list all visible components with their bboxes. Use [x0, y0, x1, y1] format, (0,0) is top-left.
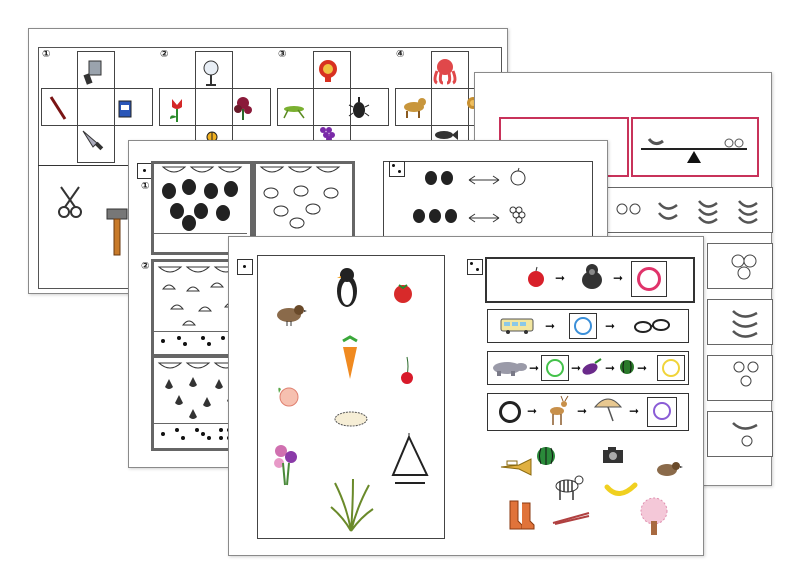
bowl-icon: [259, 166, 341, 173]
cleaver-icon: [83, 60, 102, 85]
cherry-tree-icon: [640, 497, 668, 535]
cross-grid-1: [41, 51, 153, 163]
dice-badge-3: [237, 259, 253, 275]
arrow-icon: ➞: [613, 271, 624, 285]
lion-face-icon: [319, 60, 337, 82]
color-ring-red: [637, 267, 661, 291]
cell-number-4: ④: [396, 49, 405, 60]
count-row-watermelon: [154, 233, 247, 250]
dot-row-chestnut: [153, 423, 247, 444]
zebra-icon: [555, 475, 584, 500]
dice-badge-4: [467, 259, 483, 275]
apple-icon: [528, 266, 544, 287]
comparison-box: [383, 161, 593, 249]
watermelon-icon: [537, 447, 555, 465]
apple-icon: [510, 167, 526, 186]
octopus-icon: [433, 59, 457, 85]
dot-row-mushroom: [153, 331, 247, 350]
eggplant-icon: [582, 358, 602, 375]
worksheet-page-4[interactable]: ➞ ➞ ➞ ➞ ➞ ➞ ➞ ➞ ➞ ➞ ➞: [228, 236, 704, 556]
arrow-icon: ➞: [555, 271, 566, 285]
watermelon-icon: [162, 179, 238, 231]
banana-icon: [658, 200, 758, 224]
color-ring-green: [546, 359, 564, 377]
strawberry-banana-icon: [732, 422, 758, 447]
color-ring-blue: [574, 317, 592, 335]
flower-icon: [234, 97, 252, 120]
grasshopper-icon: [283, 106, 305, 119]
arrow-icon: ➞: [577, 404, 588, 418]
cell-number-2: ②: [160, 49, 169, 60]
color-ring-black: [499, 401, 521, 423]
tambourine-icon: [334, 411, 368, 427]
arrow-icon: ➞: [605, 361, 616, 375]
arrow-icon: ➞: [527, 404, 538, 418]
hippo-icon: [493, 362, 527, 376]
tulip-icon: [170, 99, 182, 122]
fish-icon: [435, 130, 458, 140]
umbrella-icon: [593, 398, 623, 422]
watermelon-icon: [620, 360, 634, 374]
sparrow-icon: [277, 305, 307, 326]
arrow-icon: ➞: [529, 361, 540, 375]
section-number-2: ②: [141, 261, 150, 272]
acorn-icon: [413, 209, 457, 223]
acorn-icon: [425, 171, 453, 185]
arrow-icon: ➞: [637, 361, 648, 375]
gorilla-icon: [582, 264, 602, 289]
arrow-icon: ➞: [605, 319, 616, 333]
cherry-icon: [401, 356, 413, 384]
arrow-icon: ➞: [629, 404, 640, 418]
arrow-icon: ➞: [571, 361, 582, 375]
grapes-icon: [509, 206, 526, 224]
sparrow-icon: [657, 462, 683, 476]
camera-icon: [603, 447, 623, 463]
knife-icon: [82, 130, 104, 151]
banana-icon: [604, 482, 638, 496]
beetle-icon: [348, 97, 370, 118]
banana-grid-row5: [707, 411, 773, 457]
battery-icon: [118, 100, 132, 118]
pampas-grass-icon: [330, 478, 374, 532]
strawberry-icon: [616, 203, 641, 215]
dog-icon: [404, 98, 426, 118]
balance-scale-icon: [641, 138, 747, 163]
peach-icon: [278, 387, 299, 407]
egg-icon: [263, 185, 339, 229]
arrow-icon: ➞: [545, 319, 556, 333]
bowl-icon: [161, 166, 243, 173]
grapes-icon: [320, 127, 335, 142]
cell-number-1: ①: [42, 49, 51, 60]
glasses-icon: [634, 319, 670, 333]
hammer-icon: [106, 208, 128, 256]
double-arrow-icon: [468, 213, 500, 223]
color-ring-yellow: [662, 359, 680, 377]
deer-icon: [550, 395, 569, 425]
tomato-icon: [394, 284, 412, 303]
banana-stack-icon: [732, 310, 759, 387]
penguin-icon: [337, 268, 357, 307]
boots-icon: [509, 500, 535, 530]
section-number-1: ①: [141, 181, 150, 192]
apple-icon: [731, 254, 757, 280]
scissors-icon: [58, 186, 82, 218]
cosmos-icon: [274, 445, 297, 486]
double-arrow-icon: [468, 175, 500, 185]
dice-badge-2: [389, 161, 405, 177]
banana-grid-row3: [707, 299, 773, 345]
color-ring-purple: [653, 402, 671, 420]
fan-icon: [203, 60, 219, 86]
triangle-instrument-icon: [391, 433, 429, 484]
cell-number-3: ③: [278, 49, 287, 60]
trumpet-icon: [500, 458, 532, 476]
bus-icon: [500, 318, 534, 334]
pen-icon: [49, 96, 67, 120]
chopsticks-icon: [552, 512, 590, 525]
carrot-icon: [342, 335, 358, 379]
